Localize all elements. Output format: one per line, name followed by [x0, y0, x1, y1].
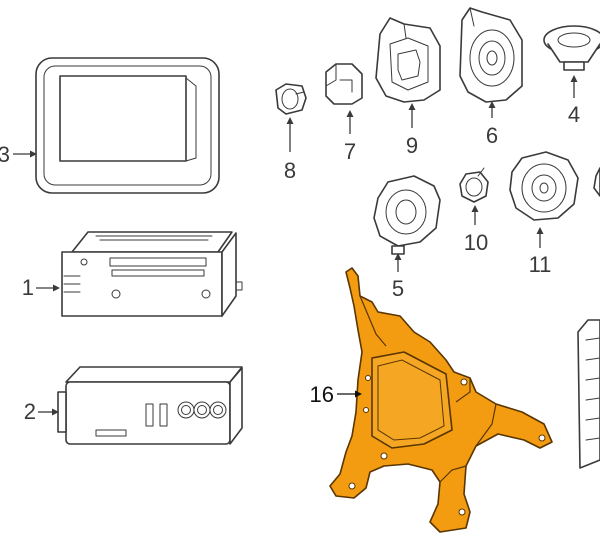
leader-11 [536, 227, 544, 248]
part-4-tweeter[interactable] [543, 25, 600, 71]
part-8-mount-clip[interactable] [275, 83, 307, 115]
part-1-radio-receiver[interactable] [61, 231, 243, 317]
callout-3: 3 [0, 142, 10, 167]
callout-1: 1 [22, 275, 34, 300]
leader-16 [337, 390, 362, 398]
callout-4: 4 [568, 102, 580, 127]
leader-5 [394, 253, 402, 272]
part-5-speaker[interactable] [373, 175, 441, 255]
part-9-speaker-bracket[interactable] [375, 17, 441, 103]
callout-10: 10 [464, 230, 488, 255]
leader-9 [408, 103, 416, 128]
part-10-small-speaker[interactable] [459, 167, 489, 203]
leader-4 [570, 75, 578, 98]
part-16-mounting-bracket[interactable] [329, 267, 553, 533]
leader-3 [13, 150, 37, 158]
part-2-control-panel[interactable] [57, 366, 243, 445]
part-3-display-screen[interactable] [35, 57, 220, 194]
leader-6 [488, 101, 496, 118]
callout-8: 8 [284, 158, 296, 183]
callout-5: 5 [392, 276, 404, 301]
part-7-tweeter-cap[interactable] [325, 63, 363, 105]
leader-8 [286, 117, 294, 152]
callout-7: 7 [344, 139, 356, 164]
leader-2 [38, 408, 59, 416]
callout-9: 9 [406, 133, 418, 158]
callout-2: 2 [24, 399, 36, 424]
leader-7 [346, 110, 354, 134]
callout-6: 6 [486, 123, 498, 148]
callout-11: 11 [529, 252, 552, 277]
partial-part-top-right [593, 167, 600, 197]
callout-16: 16 [310, 382, 334, 407]
partial-unit-right-edge [577, 319, 600, 469]
leader-10 [471, 205, 479, 225]
part-6-speaker[interactable] [459, 7, 523, 103]
part-11-speaker[interactable] [509, 151, 579, 221]
leader-1 [36, 284, 60, 292]
